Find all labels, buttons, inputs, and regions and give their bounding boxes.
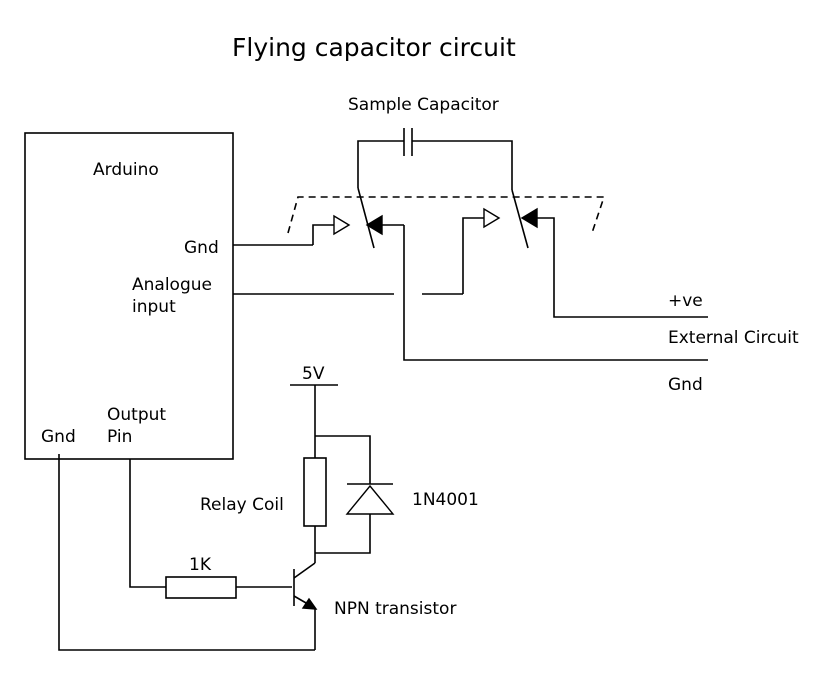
switch-right-contact-hollow (483, 207, 501, 229)
diagram-title: Flying capacitor circuit (232, 33, 516, 62)
arduino-board (24, 132, 234, 460)
diode-label: 1N4001 (412, 490, 479, 510)
output-pin-label-1: Output (107, 405, 166, 425)
npn-transistor (293, 562, 318, 650)
arduino-gnd-bottom-label: Gnd (41, 427, 76, 447)
resistor-1k (165, 576, 237, 599)
external-gnd-wire (403, 225, 708, 361)
resistor-label: 1K (189, 555, 212, 575)
external-gnd-label: Gnd (668, 375, 703, 395)
ground-return-wire (58, 454, 315, 651)
supply-label: 5V (302, 364, 325, 384)
external-positive-label: +ve (668, 291, 703, 311)
sample-capacitor (357, 128, 513, 190)
arduino-label: Arduino (93, 160, 159, 180)
relay-coil (303, 457, 327, 527)
relay-linkage (287, 196, 606, 234)
analogue-input-label-2: input (132, 297, 176, 317)
switch-left-contact-hollow (333, 214, 351, 236)
flyback-diode (315, 435, 395, 554)
sample-capacitor-label: Sample Capacitor (348, 95, 499, 115)
arduino-gnd-label: Gnd (184, 238, 219, 258)
external-circuit-label: External Circuit (668, 328, 799, 348)
relay-switch-left (312, 187, 404, 249)
analogue-input-label-1: Analogue (132, 275, 212, 295)
switch-right-contact-filled (520, 207, 538, 229)
relay-coil-label: Relay Coil (200, 495, 284, 515)
transistor-label: NPN transistor (334, 599, 456, 619)
output-pin-wire (129, 459, 166, 588)
output-pin-label-2: Pin (107, 427, 132, 447)
relay-switch-right (462, 189, 708, 318)
